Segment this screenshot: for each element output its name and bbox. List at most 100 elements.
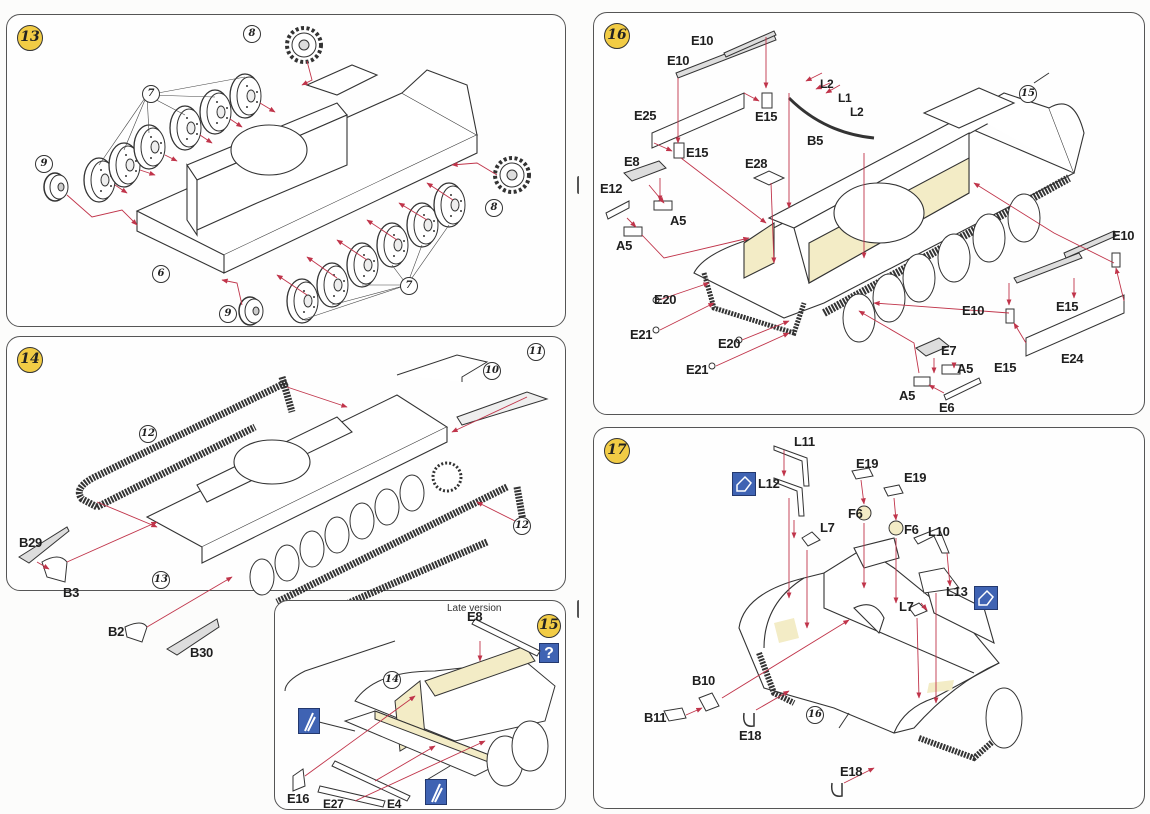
part-label-b3: B3 [63, 585, 80, 600]
step-17-panel: 17 [593, 427, 1145, 809]
callout-10: 10 [483, 362, 501, 380]
step-number-badge: 14 [17, 347, 43, 373]
part-label-b30: B30 [190, 645, 213, 660]
part-label-e16: E16 [287, 791, 310, 806]
part-label-e10: E10 [962, 303, 985, 318]
step-17-diagram [663, 445, 1023, 797]
part-E19 [851, 467, 874, 480]
step-13-diagram [43, 26, 531, 326]
part-label-e10: E10 [667, 53, 690, 68]
part-E6 [943, 377, 982, 401]
part-A5 [913, 376, 931, 387]
part-label-e8: E8 [624, 154, 640, 169]
part-L7 [908, 602, 928, 617]
part-E18 [830, 782, 843, 797]
assembly-arrows [626, 37, 1125, 394]
callout-11: 11 [527, 343, 545, 361]
part-E16 [292, 768, 306, 792]
part-F6 [888, 520, 904, 536]
callout-12: 12 [139, 425, 157, 443]
part-label-e15: E15 [686, 145, 709, 160]
step-14-diagram [18, 354, 549, 656]
part-L10 [913, 527, 950, 554]
step-15-panel: Late version 15 ? 14 E8 E16 E27 [274, 600, 566, 811]
callout-14: 14 [383, 671, 401, 689]
hull-drawing [145, 394, 449, 564]
part-L11 [773, 445, 810, 487]
part-E24 [1025, 294, 1125, 357]
part-label-e20: E20 [654, 292, 677, 307]
part-label-e21: E21 [686, 362, 709, 377]
part-E25 [651, 92, 745, 149]
part-label-b2: B2 [108, 624, 125, 639]
part-label-e27: E27 [323, 797, 344, 811]
callout-8: 8 [243, 25, 261, 43]
part-E8 [471, 618, 541, 657]
part-label-e19: E19 [856, 456, 879, 471]
part-E15 [673, 142, 685, 159]
callout-12: 12 [513, 517, 531, 535]
part-label-a5: A5 [957, 361, 974, 376]
step-number-badge: 16 [604, 23, 630, 49]
road-wheels [842, 193, 1041, 343]
callout-9: 9 [219, 305, 237, 323]
part-L7 [801, 531, 821, 547]
part-label-e7: E7 [941, 343, 957, 358]
part-label-a5: A5 [670, 213, 687, 228]
step-number-badge: 13 [17, 25, 43, 51]
hull-drawing [135, 64, 479, 274]
road-wheels [249, 461, 463, 596]
step-number-badge: 17 [604, 438, 630, 464]
part-L13 [918, 567, 960, 594]
step-number-badge: 15 [537, 614, 561, 638]
part-label-e12: E12 [600, 181, 623, 196]
assembly-arrows [685, 450, 952, 784]
part-label-b10: B10 [692, 673, 715, 688]
part-E21 [652, 326, 660, 334]
part-label-e15: E15 [994, 360, 1017, 375]
part-label-a5: A5 [616, 238, 633, 253]
callout-15: 15 [1019, 85, 1037, 103]
part-label-l1: L1 [838, 91, 852, 105]
part-label-e10: E10 [1112, 228, 1135, 243]
part-label-e19: E19 [904, 470, 927, 485]
part-label-l2: L2 [820, 77, 834, 91]
part-label-b11: B11 [644, 710, 667, 725]
part-label-a5: A5 [899, 388, 916, 403]
part-label-e20: E20 [718, 336, 741, 351]
drive-sprocket-top [285, 26, 323, 64]
part-B2 [124, 622, 148, 643]
part-label-l12: L12 [758, 476, 780, 491]
part-E15 [761, 92, 773, 109]
drive-sprocket-right [493, 156, 531, 194]
part-E21 [708, 362, 716, 370]
part-label-b29: B29 [19, 535, 42, 550]
part-B29 [18, 526, 70, 564]
step-16-diagram [605, 30, 1125, 401]
part-F6 [856, 505, 872, 521]
hull-drawing [343, 645, 556, 787]
part-E8 [623, 160, 667, 182]
bend-icon [425, 779, 447, 805]
track-left [756, 651, 796, 706]
assembly-arrows [36, 386, 528, 628]
part-label-e15: E15 [1056, 299, 1079, 314]
part-label-l10: L10 [928, 524, 950, 539]
part-label-e10: E10 [691, 33, 714, 48]
part-label-l13: L13 [946, 584, 968, 599]
part-label-b5: B5 [807, 133, 824, 148]
part-label-e28: E28 [745, 156, 768, 171]
part-B3 [41, 556, 68, 583]
part-label-e24: E24 [1061, 351, 1084, 366]
part-A5 [941, 364, 961, 375]
question-icon: ? [539, 643, 559, 663]
part-E28 [752, 170, 786, 186]
step-13-panel: 13 [6, 14, 566, 327]
part-A5 [623, 226, 643, 237]
track [822, 174, 1071, 317]
fold-icon [974, 586, 998, 610]
part-label-e6: E6 [939, 400, 955, 415]
track-left [75, 376, 296, 511]
part-B30 [166, 618, 220, 656]
part-E7 [915, 337, 950, 357]
